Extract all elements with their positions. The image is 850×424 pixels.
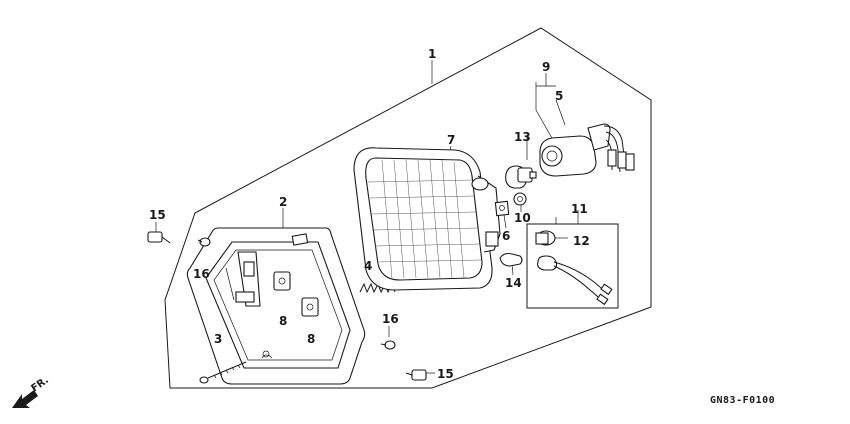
mounting-bolt-parts — [147, 231, 427, 381]
position-bulb-part — [499, 252, 523, 267]
callout-15b: 15 — [437, 367, 454, 381]
headlight-rim-part — [186, 227, 366, 385]
callout-6: 6 — [502, 229, 510, 243]
small-screw-parts — [197, 237, 396, 350]
callout-7: 7 — [447, 133, 455, 147]
callout-8a: 8 — [279, 314, 287, 328]
callout-9: 9 — [542, 60, 550, 74]
front-direction-indicator: FR. — [12, 375, 51, 408]
callout-5: 5 — [555, 89, 563, 103]
callout-14: 14 — [505, 276, 522, 290]
position-light-socket-part — [535, 230, 613, 306]
callout-12: 12 — [573, 234, 590, 248]
bulb-socket-part — [539, 123, 635, 177]
callout-1: 1 — [428, 47, 436, 61]
callout-8b: 8 — [307, 332, 315, 346]
clip-nut-parts — [273, 271, 319, 317]
callout-13: 13 — [514, 130, 531, 144]
assembly-boundary — [164, 27, 652, 389]
small-nut-parts — [494, 192, 527, 217]
diagram-code: GN83-F0100 — [710, 395, 775, 406]
callout-3: 3 — [214, 332, 222, 346]
callout-16b: 16 — [382, 312, 399, 326]
long-screw-part — [199, 361, 247, 384]
callout-4: 4 — [364, 259, 372, 273]
front-direction-label: FR. — [29, 375, 50, 395]
position-light-box — [526, 223, 619, 309]
callout-16a: 16 — [193, 267, 210, 281]
headlight-unit-part — [353, 147, 501, 291]
callout-11: 11 — [571, 202, 588, 216]
callout-15a: 15 — [149, 208, 166, 222]
callout-2: 2 — [279, 195, 287, 209]
headlight-bulb-part — [505, 165, 537, 189]
front-arrow-icon — [12, 390, 38, 408]
callout-10: 10 — [514, 211, 531, 225]
